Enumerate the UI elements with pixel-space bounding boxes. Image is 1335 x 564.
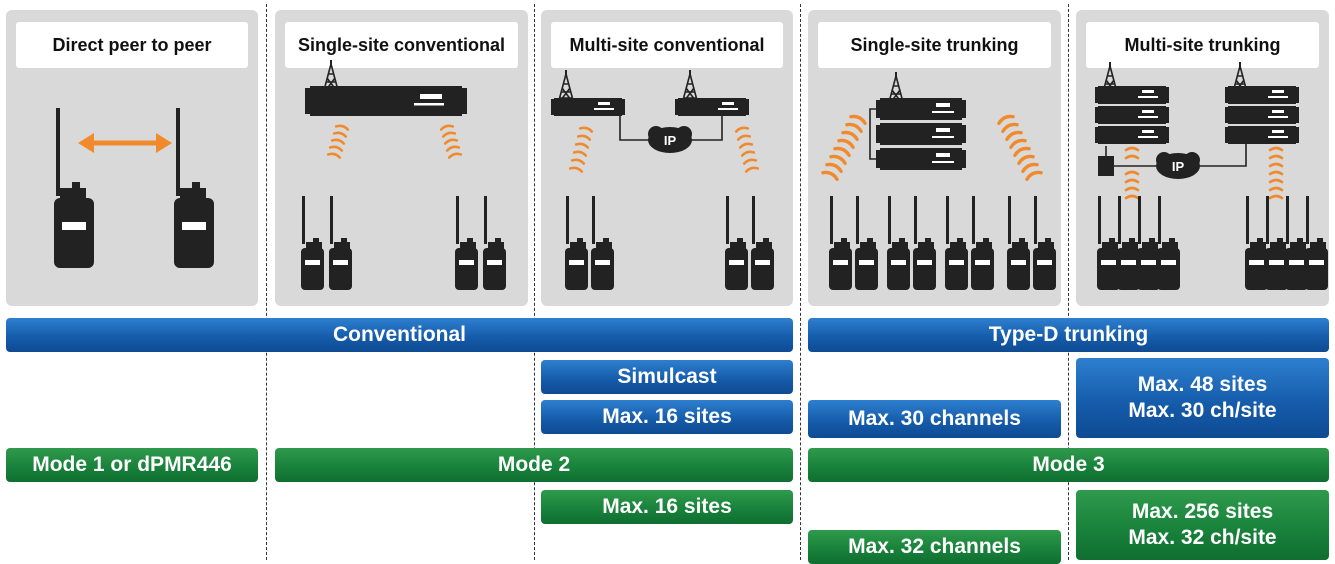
panel-title: Single-site conventional: [285, 22, 518, 68]
column-divider: [534, 4, 535, 560]
mode3-sites-line1: Max. 256 sites: [1131, 500, 1274, 523]
trunking-repeater-stack-icon: [1095, 61, 1299, 176]
mode3-sites-line2: Max. 32 ch/site: [1128, 526, 1277, 549]
signal-waves-icon: [1124, 146, 1284, 200]
column-divider: [266, 4, 267, 560]
trunking-repeater-stack-icon: [869, 71, 966, 170]
trunking-sites-line2: Max. 30 ch/site: [1128, 399, 1277, 422]
panel-title: Multi-site trunking: [1086, 22, 1319, 68]
simulcast-bar: Simulcast: [541, 360, 793, 394]
simulcast-sites-bar: Max. 16 sites: [541, 400, 793, 434]
mode2-sites-bar: Max. 16 sites: [541, 490, 793, 524]
ip-network-icon: IP: [1114, 144, 1247, 179]
repeater-icon: [305, 59, 467, 116]
radio-group-icon: [301, 196, 506, 290]
peer-radio-left: [54, 108, 94, 268]
bidirectional-arrow-icon: [78, 133, 172, 153]
network-illustrations: IP: [54, 59, 1328, 290]
peer-radio-right: [174, 108, 214, 268]
radio-group-icon: [565, 196, 774, 290]
trunking-sites-bar: Max. 48 sites Max. 30 ch/site: [1076, 358, 1329, 438]
ip-label: IP: [664, 133, 677, 148]
ip-network-icon: IP: [619, 116, 723, 153]
mode3-bar: Mode 3: [808, 448, 1329, 482]
radio-group-icon: [1097, 196, 1328, 290]
panel-title: Single-site trunking: [818, 22, 1051, 68]
trunking-sites-line1: Max. 48 sites: [1137, 373, 1268, 396]
conventional-bar: Conventional: [6, 318, 793, 352]
signal-waves-icon: [326, 123, 463, 159]
panel-direct-peer: Direct peer to peer: [6, 10, 258, 306]
panel-title: Multi-site conventional: [551, 22, 783, 68]
mode3-channels-bar: Max. 32 channels: [808, 530, 1061, 564]
column-divider: [800, 4, 801, 560]
column-divider: [1068, 4, 1069, 560]
repeater-icon: [551, 69, 749, 116]
mode2-bar: Mode 2: [275, 448, 793, 482]
ip-label: IP: [1172, 159, 1185, 174]
radio-group-icon: [829, 196, 1056, 290]
type-d-trunking-bar: Type-D trunking: [808, 318, 1329, 352]
trunking-channels-bar: Max. 30 channels: [808, 400, 1061, 438]
mode3-sites-bar: Max. 256 sites Max. 32 ch/site: [1076, 490, 1329, 560]
panel-title: Direct peer to peer: [16, 22, 248, 68]
mode1-bar: Mode 1 or dPMR446: [6, 448, 258, 482]
